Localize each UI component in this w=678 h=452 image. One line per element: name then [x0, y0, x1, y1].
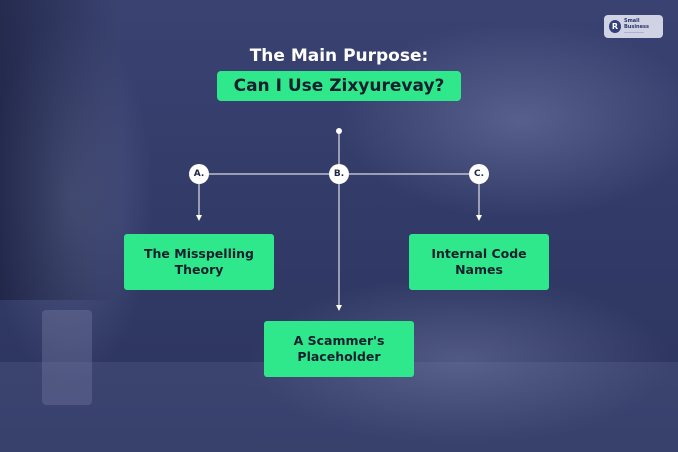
marker-a: A. [189, 164, 209, 184]
box-scammer-placeholder: A Scammer's Placeholder [264, 321, 414, 377]
marker-c: C. [469, 164, 489, 184]
box-internal-code-names: Internal Code Names [409, 234, 549, 290]
diagram-subtitle: Can I Use Zixyurevay? [217, 71, 461, 101]
logo-mark: R [609, 20, 621, 33]
logo-text: Small Business ————— [624, 18, 663, 36]
background-monitor [0, 0, 120, 300]
logo-line-1: Small Business [623, 17, 649, 30]
marker-b: B. [329, 164, 349, 184]
logo-line-2: ————— [623, 29, 644, 35]
diagram-title: The Main Purpose: [249, 46, 429, 66]
box-misspelling-theory: The Misspelling Theory [124, 234, 274, 290]
background-desk [0, 362, 678, 452]
brand-logo: R Small Business ————— [604, 15, 663, 38]
background-cup [42, 310, 92, 405]
